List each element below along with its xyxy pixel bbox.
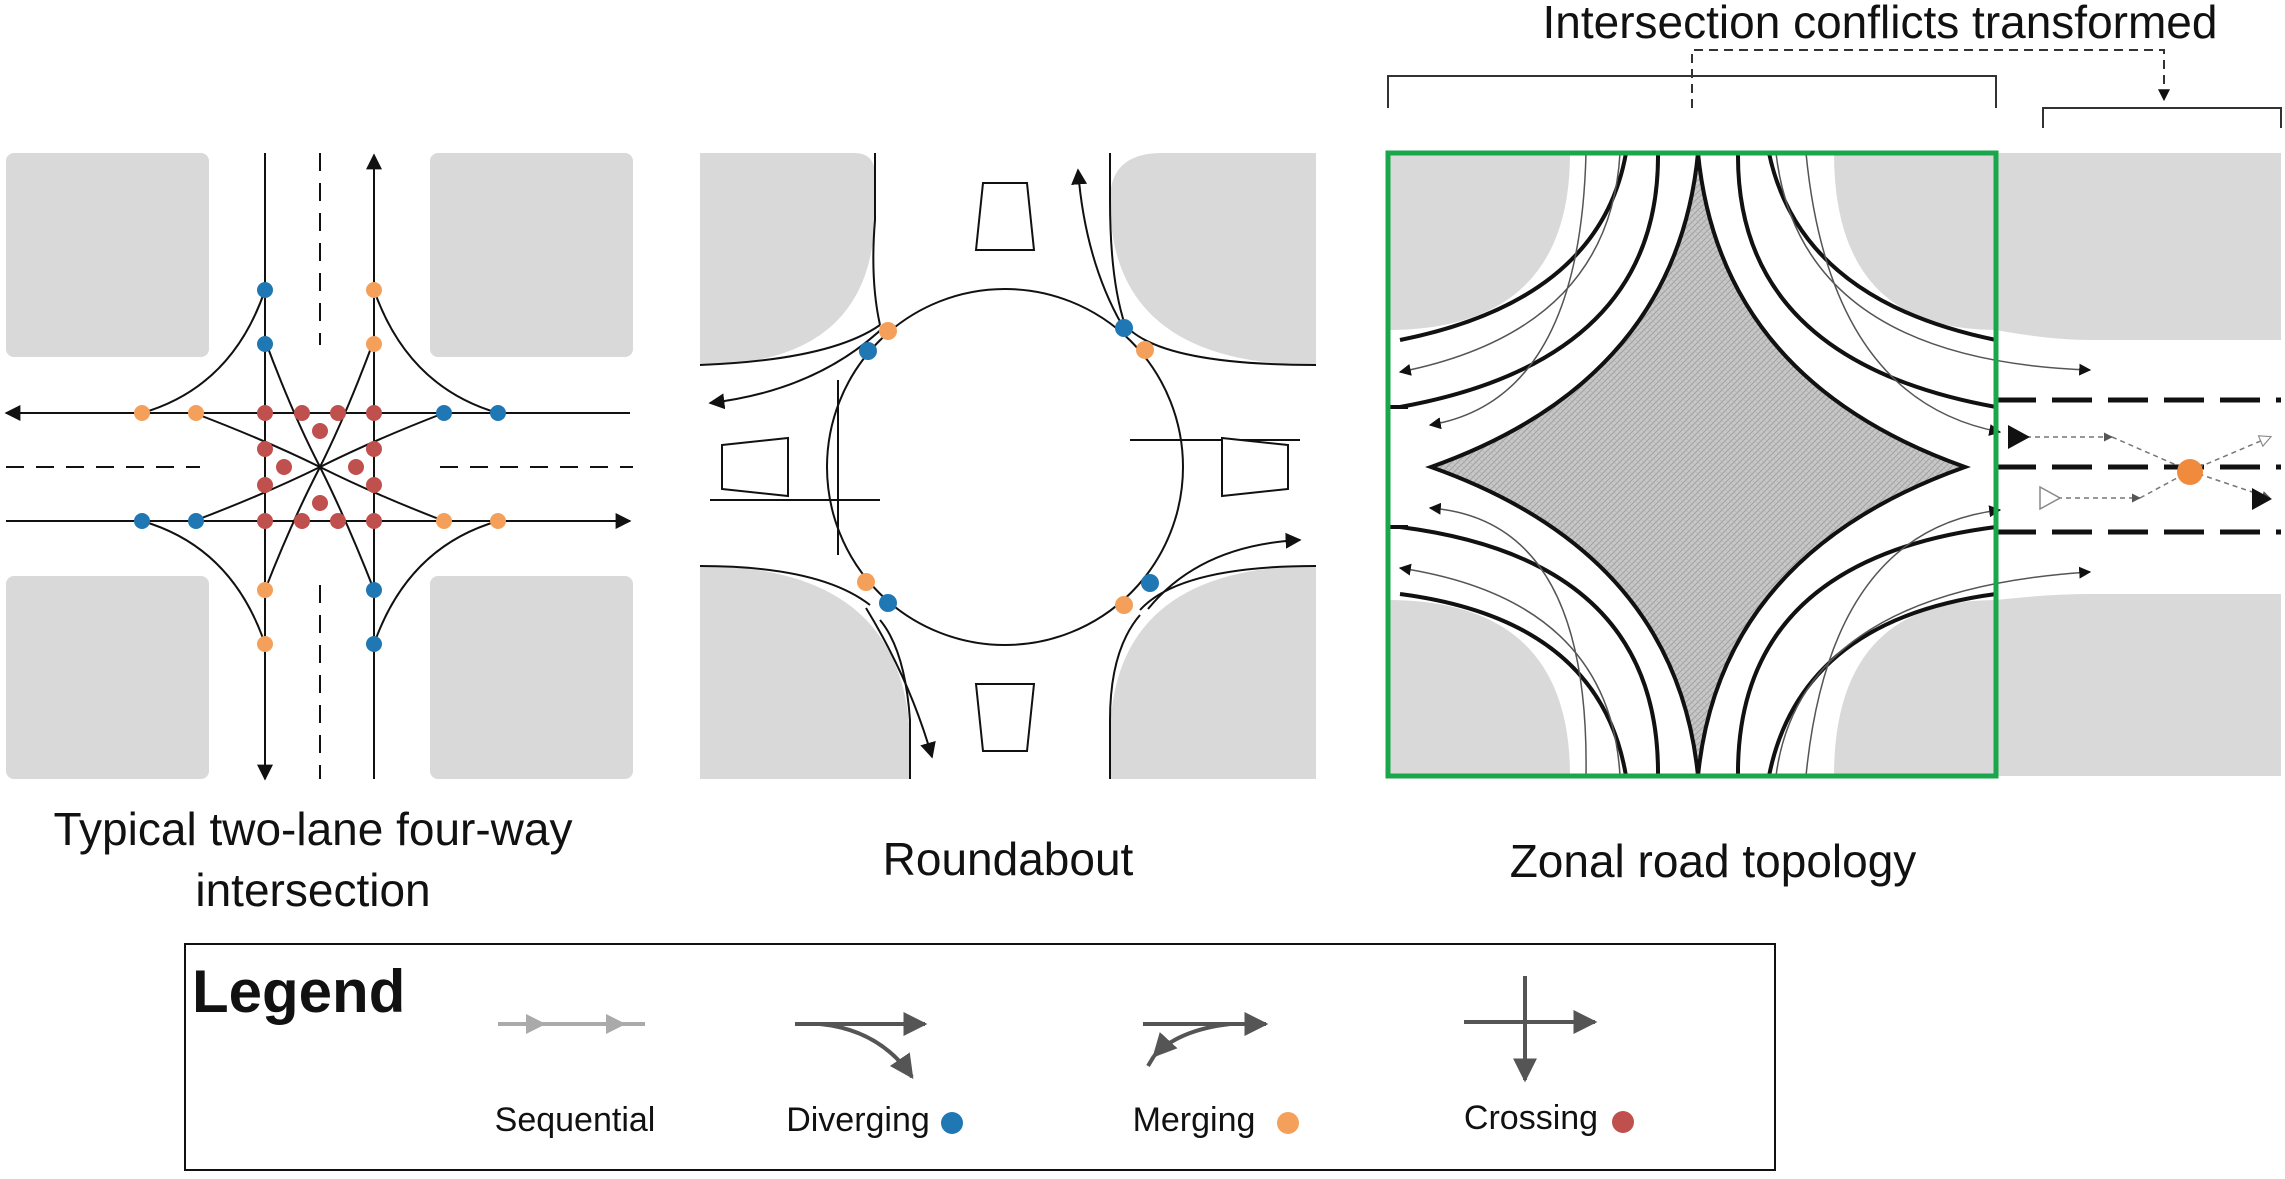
caption-roundabout: Roundabout (883, 833, 1134, 885)
legend-diverging-dot (941, 1112, 963, 1134)
conflict-points-merging (857, 322, 1154, 614)
conflict-points-diverging (134, 282, 506, 652)
legend: Legend Sequential Diverging Merging Cros (184, 943, 1776, 1171)
legend-diverging-label: Diverging (786, 1101, 930, 1139)
caption-four-way-line2: intersection (195, 864, 430, 916)
legend-merging-label: Merging (1133, 1101, 1256, 1139)
legend-crossing-symbol (1464, 976, 1598, 1083)
conflict-points-crossing (257, 405, 382, 529)
legend-merging-symbol (1143, 1012, 1269, 1068)
transform-heads (2008, 425, 2272, 511)
panel-zonal (1385, 150, 2281, 779)
caption-zonal: Zonal road topology (1510, 835, 1917, 887)
conflict-points-merging (134, 282, 506, 652)
corner-blocks (6, 153, 633, 779)
legend-crossing-label: Crossing (1464, 1099, 1598, 1137)
legend-crossing-dot (1612, 1111, 1634, 1133)
transformed-merge-point (2177, 459, 2203, 485)
legend-diverging-symbol (795, 1012, 928, 1079)
header-title: Intersection conflicts transformed (1543, 0, 2218, 48)
splitter-islands (721, 182, 1289, 752)
panel-roundabout (699, 153, 1317, 779)
legend-title: Legend (192, 958, 405, 1025)
zone-border (1385, 150, 1999, 779)
legend-sequential-symbol (498, 1014, 645, 1034)
header-brackets (1387, 49, 2282, 128)
conflict-points-diverging (859, 319, 1159, 612)
legend-merging-dot (1277, 1112, 1299, 1134)
corner-blocks (700, 153, 1316, 779)
legend-sequential-label: Sequential (495, 1101, 656, 1139)
caption-four-way-line1: Typical two-lane four-way (54, 803, 573, 855)
legend-box (184, 943, 1776, 1171)
panel-four-way (4, 153, 633, 781)
corner-blocks (1388, 153, 2281, 776)
